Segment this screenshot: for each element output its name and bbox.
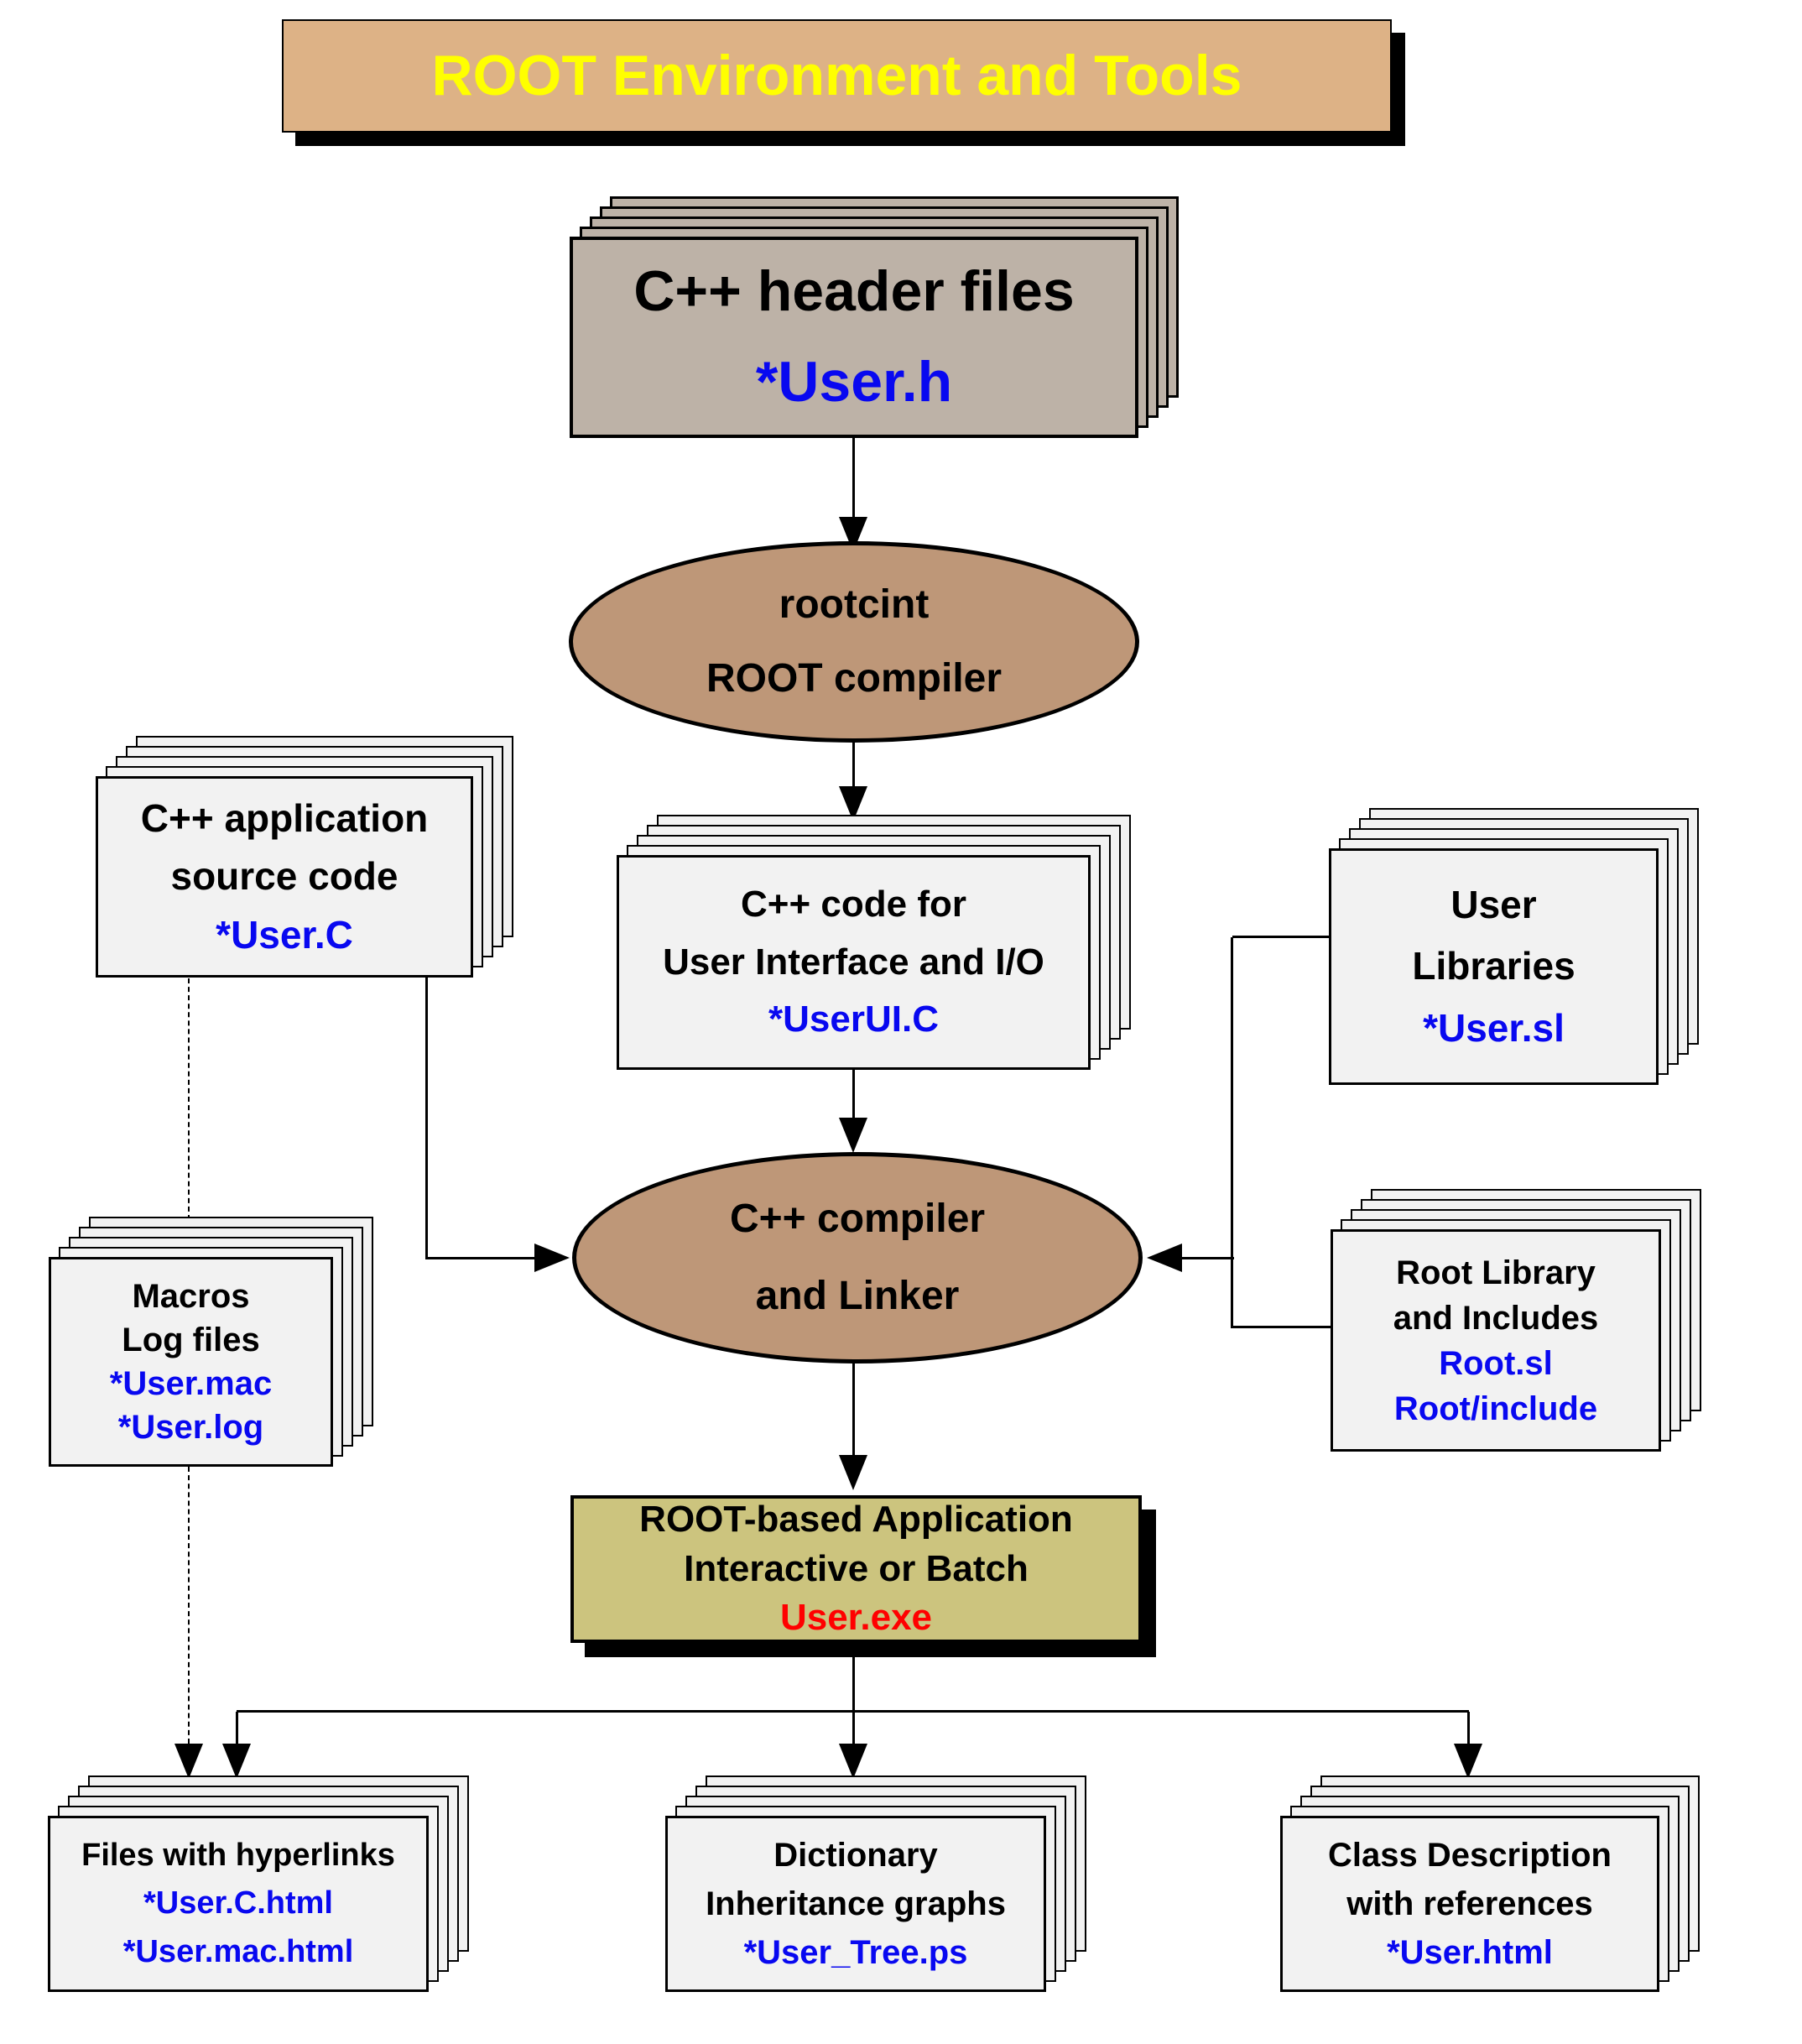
app-source-filename: *User.C: [216, 912, 353, 957]
class-description-filename: *User.html: [1387, 1934, 1553, 1971]
root-library-line2: and Includes: [1393, 1299, 1599, 1337]
conn-rootlib-hline: [1232, 1326, 1333, 1328]
app-source-box: C++ application source code *User.C: [96, 736, 513, 978]
conn-source-to-compiler-hline: [427, 1257, 536, 1259]
page-title: ROOT Environment and Tools: [431, 43, 1242, 107]
macros-filename2: *User.log: [117, 1409, 264, 1446]
macros-filename1: *User.mac: [109, 1365, 273, 1402]
rootcint-line1: rootcint: [779, 582, 930, 628]
dashed-macros-to-html-line: [188, 1467, 190, 1744]
app-source-line1: C++ application: [140, 796, 429, 841]
hyperlink-files-filename2: *User.mac.html: [122, 1933, 354, 1969]
rootcint-ellipse: rootcint ROOT compiler: [569, 541, 1139, 743]
header-files-filename: *User.h: [755, 350, 953, 414]
ui-code-box: C++ code for User Interface and I/O *Use…: [617, 815, 1131, 1070]
user-libraries-box: User Libraries *User.sl: [1329, 808, 1699, 1085]
class-description-line2: with references: [1346, 1885, 1593, 1922]
arrow-down-icon: [1454, 1744, 1482, 1779]
cpp-compiler-line1: C++ compiler: [729, 1197, 986, 1242]
user-libraries-line1: User: [1450, 883, 1537, 927]
drop-left-vline: [236, 1712, 238, 1744]
dictionary-line2: Inheritance graphs: [706, 1885, 1006, 1922]
cpp-compiler-line2: and Linker: [755, 1274, 960, 1318]
macros-line2: Log files: [122, 1322, 260, 1358]
dictionary-filename: *User_Tree.ps: [743, 1934, 968, 1971]
application-filename: User.exe: [779, 1597, 933, 1639]
macros-box: Macros Log files *User.mac *User.log: [49, 1217, 373, 1467]
arrow-uicode-to-compiler-line: [852, 1070, 855, 1118]
title-banner: ROOT Environment and Tools: [282, 19, 1392, 133]
class-description-box: Class Description with references *User.…: [1280, 1775, 1700, 1992]
hyperlink-files-box: Files with hyperlinks *User.C.html *User…: [48, 1775, 469, 1992]
application-line1: ROOT-based Application: [639, 1498, 1073, 1540]
rootcint-line2: ROOT compiler: [706, 656, 1003, 701]
ui-code-line2: User Interface and I/O: [663, 941, 1044, 983]
arrow-down-icon: [839, 1744, 867, 1779]
arrow-down-icon: [839, 1118, 867, 1153]
root-library-filename2: Root/include: [1393, 1390, 1598, 1427]
arrow-compiler-to-app-line: [852, 1364, 855, 1455]
arrow-rootcint-to-uicode-line: [852, 741, 855, 786]
class-description-line1: Class Description: [1328, 1837, 1612, 1874]
arrow-down-icon: [222, 1744, 251, 1779]
arrow-header-to-rootcint-line: [852, 436, 855, 517]
root-library-box: Root Library and Includes Root.sl Root/i…: [1331, 1189, 1701, 1452]
dictionary-box: Dictionary Inheritance graphs *User_Tree…: [665, 1775, 1086, 1992]
conn-to-compiler-hline: [1182, 1257, 1234, 1259]
app-source-line2: source code: [170, 854, 398, 899]
drop-right-vline: [1467, 1712, 1470, 1744]
user-libraries-filename: *User.sl: [1423, 1005, 1565, 1050]
conn-userlibs-hline: [1232, 936, 1331, 938]
hyperlink-files-line1: Files with hyperlinks: [81, 1837, 395, 1873]
arrow-down-icon: [174, 1744, 203, 1779]
cpp-compiler-ellipse: C++ compiler and Linker: [572, 1152, 1143, 1364]
hyperlink-files-filename1: *User.C.html: [143, 1885, 333, 1921]
root-library-filename1: Root.sl: [1439, 1344, 1553, 1382]
application-line2: Interactive or Batch: [684, 1547, 1029, 1589]
user-libraries-line2: Libraries: [1412, 944, 1575, 988]
dashed-source-to-macros-line: [188, 978, 190, 1220]
macros-line1: Macros: [132, 1278, 250, 1315]
application-box: ROOT-based Application Interactive or Ba…: [570, 1495, 1142, 1643]
arrow-down-icon: [839, 1455, 867, 1490]
ui-code-filename: *UserUI.C: [768, 999, 939, 1040]
conn-source-to-compiler-vline: [425, 978, 428, 1259]
dictionary-line1: Dictionary: [773, 1837, 938, 1874]
root-library-line1: Root Library: [1396, 1254, 1596, 1291]
app-output-vline: [852, 1649, 855, 1744]
header-files-title: C++ header files: [633, 259, 1075, 324]
arrow-left-icon: [1147, 1244, 1182, 1272]
distribution-hline: [237, 1710, 1469, 1713]
ui-code-line1: C++ code for: [741, 883, 966, 925]
arrow-right-icon: [534, 1244, 570, 1272]
header-files-box: C++ header files *User.h: [570, 196, 1179, 438]
conn-libraries-vline: [1231, 937, 1233, 1328]
